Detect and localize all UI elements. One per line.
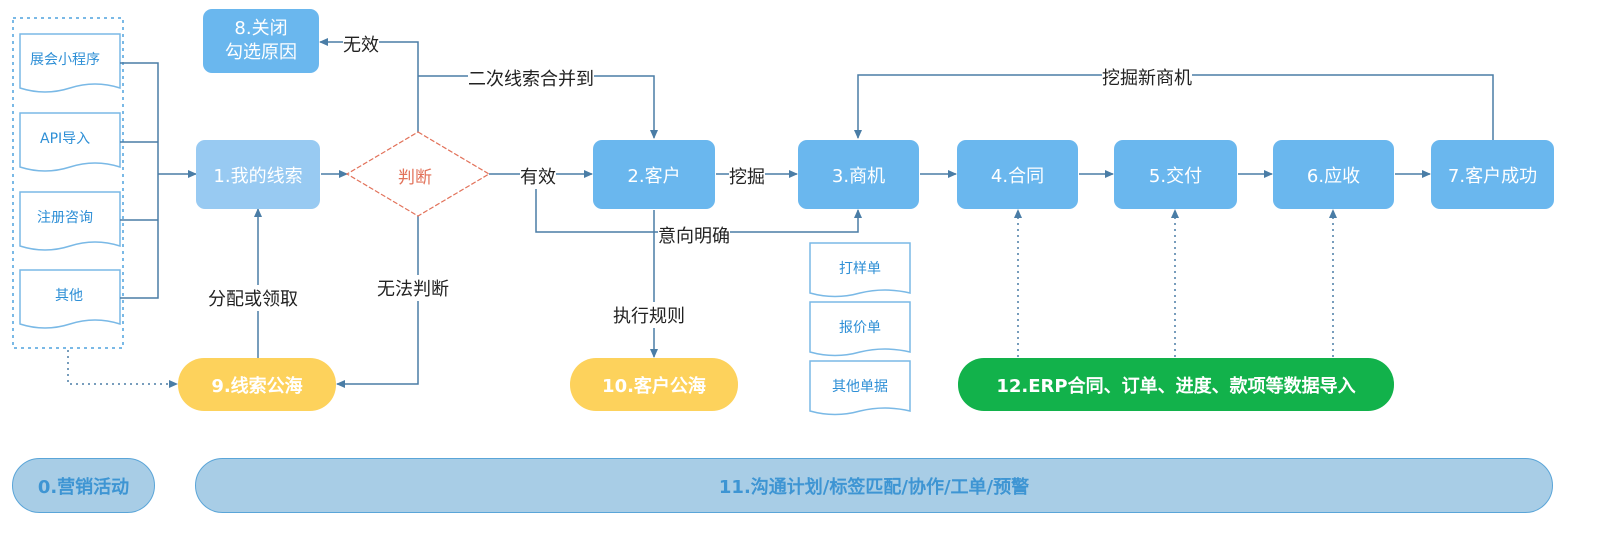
source-doc-2 bbox=[19, 112, 121, 172]
customer-node[interactable]: 2.客户 bbox=[593, 140, 715, 209]
source-item-register: 注册咨询 bbox=[37, 210, 93, 226]
source-group-frame bbox=[12, 17, 124, 349]
source-doc-4 bbox=[19, 269, 121, 329]
customer-success-node[interactable]: 7.客户成功 bbox=[1431, 140, 1554, 209]
doc-shape-1 bbox=[809, 242, 911, 298]
lead-pool-node[interactable]: 9.线索公海 bbox=[178, 358, 336, 411]
edge-label-mine: 挖掘 bbox=[729, 163, 765, 189]
source-doc-1 bbox=[19, 33, 121, 93]
my-leads-node[interactable]: 1.我的线索 bbox=[196, 140, 320, 209]
edge-label-valid: 有效 bbox=[520, 163, 556, 189]
source-item-other: 其他 bbox=[55, 288, 83, 304]
edge-label-invalid: 无效 bbox=[343, 31, 379, 57]
source-doc-3 bbox=[19, 191, 121, 251]
contract-node[interactable]: 4.合同 bbox=[957, 140, 1078, 209]
edge-label-intent: 意向明确 bbox=[658, 222, 730, 248]
doc-quotation: 报价单 bbox=[839, 320, 881, 336]
source-item-api: API导入 bbox=[40, 131, 91, 147]
communication-node[interactable]: 11.沟通计划/标签匹配/协作/工单/预警 bbox=[195, 458, 1553, 513]
doc-shape-2 bbox=[809, 301, 911, 357]
edge-label-assign: 分配或领取 bbox=[208, 285, 298, 311]
delivery-node[interactable]: 5.交付 bbox=[1114, 140, 1237, 209]
marketing-node[interactable]: 0.营销活动 bbox=[12, 458, 155, 513]
doc-shape-3 bbox=[809, 360, 911, 416]
receivable-node[interactable]: 6.应收 bbox=[1273, 140, 1394, 209]
edge-label-unable: 无法判断 bbox=[377, 275, 449, 301]
edge-label-new-opportunity: 挖掘新商机 bbox=[1102, 64, 1192, 90]
judge-label: 判断 bbox=[398, 168, 432, 188]
judge-diamond bbox=[345, 131, 491, 217]
erp-import-node[interactable]: 12.ERP合同、订单、进度、款项等数据导入 bbox=[958, 358, 1394, 411]
source-item-expo: 展会小程序 bbox=[30, 52, 100, 68]
doc-other: 其他单据 bbox=[832, 379, 888, 395]
doc-sample-order: 打样单 bbox=[839, 261, 881, 277]
close-reason-node[interactable]: 8.关闭 勾选原因 bbox=[203, 9, 319, 73]
customer-pool-node[interactable]: 10.客户公海 bbox=[570, 358, 738, 411]
edge-label-merge: 二次线索合并到 bbox=[468, 65, 594, 91]
opportunity-node[interactable]: 3.商机 bbox=[798, 140, 919, 209]
edge-label-rule: 执行规则 bbox=[613, 302, 685, 328]
